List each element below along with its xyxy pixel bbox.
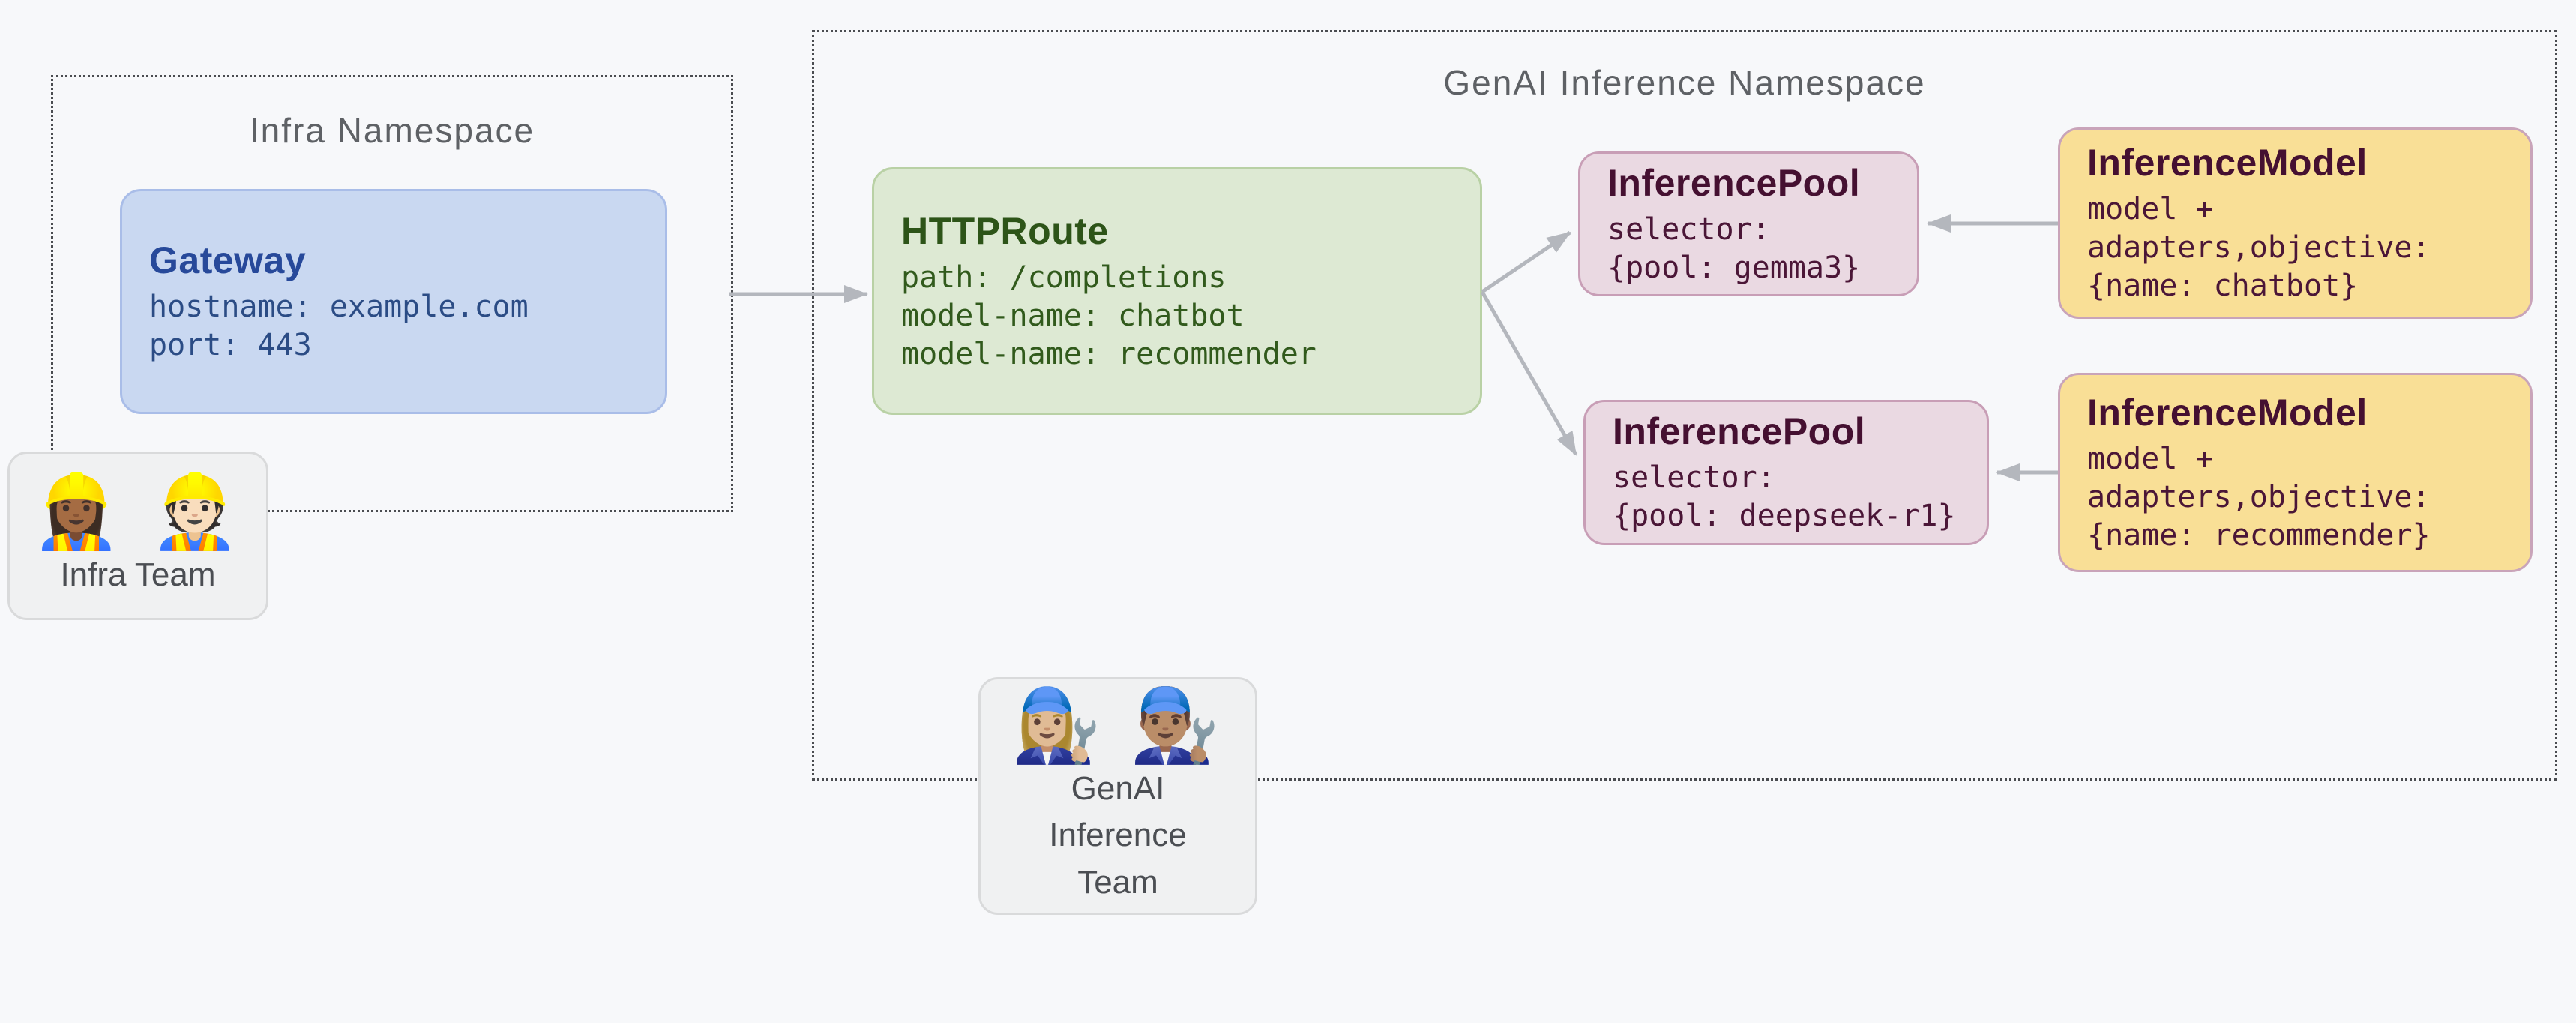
httproute-modelname-recommender-line: model-name: recommender bbox=[901, 336, 1316, 371]
infra-team-label: Infra Team bbox=[60, 556, 216, 594]
genai-namespace-container: GenAI Inference Namespace bbox=[812, 30, 2557, 781]
infra-namespace-title: Infra Namespace bbox=[249, 111, 535, 150]
inferencepool-deepseek-r1-title: InferencePool bbox=[1613, 410, 1866, 452]
gateway-node-title: Gateway bbox=[149, 239, 307, 281]
inferencemodel-recommender-node: InferenceModel model + adapters,objectiv… bbox=[2058, 373, 2533, 572]
inferencemodel-chatbot-node: InferenceModel model + adapters,objectiv… bbox=[2058, 128, 2533, 319]
httproute-node-title: HTTPRoute bbox=[901, 209, 1109, 252]
gateway-hostname-line: hostname: example.com bbox=[149, 290, 529, 324]
inferencemodel-recommender-adapters-line: adapters,objective: bbox=[2087, 479, 2431, 514]
inferencemodel-chatbot-title: InferenceModel bbox=[2087, 142, 2368, 184]
inferencepool-deepseek-r1-node: InferencePool selector: {pool: deepseek-… bbox=[1583, 400, 1989, 545]
gateway-node: Gateway hostname: example.com port: 443 bbox=[120, 189, 667, 414]
infra-team-card: 👷🏾‍♀️ 👷🏻 Infra Team bbox=[7, 452, 268, 620]
inferencepool-gemma3-selector-line: selector: bbox=[1607, 212, 1770, 247]
inferencemodel-chatbot-model-line: model + bbox=[2087, 192, 2214, 226]
httproute-node: HTTPRoute path: /completions model-name:… bbox=[872, 167, 1482, 415]
inferencepool-gemma3-title: InferencePool bbox=[1607, 161, 1861, 204]
inferencemodel-chatbot-name-line: {name: chatbot} bbox=[2087, 268, 2359, 303]
inferencemodel-chatbot-adapters-line: adapters,objective: bbox=[2087, 230, 2431, 265]
inferencemodel-recommender-title: InferenceModel bbox=[2087, 391, 2368, 434]
infra-namespace-container: Infra Namespace bbox=[51, 75, 733, 512]
mechanic-emoji: 👩🏼‍🔧 👨🏽‍🔧 bbox=[1011, 686, 1224, 766]
inferencemodel-recommender-model-line: model + bbox=[2087, 441, 2214, 476]
inferencepool-gemma3-node: InferencePool selector: {pool: gemma3} bbox=[1578, 152, 1919, 296]
genai-inference-team-card: 👩🏼‍🔧 👨🏽‍🔧 GenAI Inference Team bbox=[978, 677, 1257, 915]
genai-namespace-title: GenAI Inference Namespace bbox=[1443, 63, 1926, 102]
httproute-path-line: path: /completions bbox=[901, 260, 1227, 295]
genai-inference-team-label: GenAI Inference Team bbox=[1049, 770, 1187, 901]
construction-worker-emoji: 👷🏾‍♀️ 👷🏻 bbox=[31, 472, 244, 553]
gateway-port-line: port: 443 bbox=[149, 328, 312, 362]
inferencepool-deepseek-r1-selector-line: selector: bbox=[1613, 460, 1775, 495]
inferencemodel-recommender-name-line: {name: recommender} bbox=[2087, 518, 2431, 553]
httproute-modelname-chatbot-line: model-name: chatbot bbox=[901, 298, 1245, 333]
inferencepool-deepseek-r1-pool-line: {pool: deepseek-r1} bbox=[1613, 499, 1956, 533]
inferencepool-gemma3-pool-line: {pool: gemma3} bbox=[1607, 250, 1861, 285]
